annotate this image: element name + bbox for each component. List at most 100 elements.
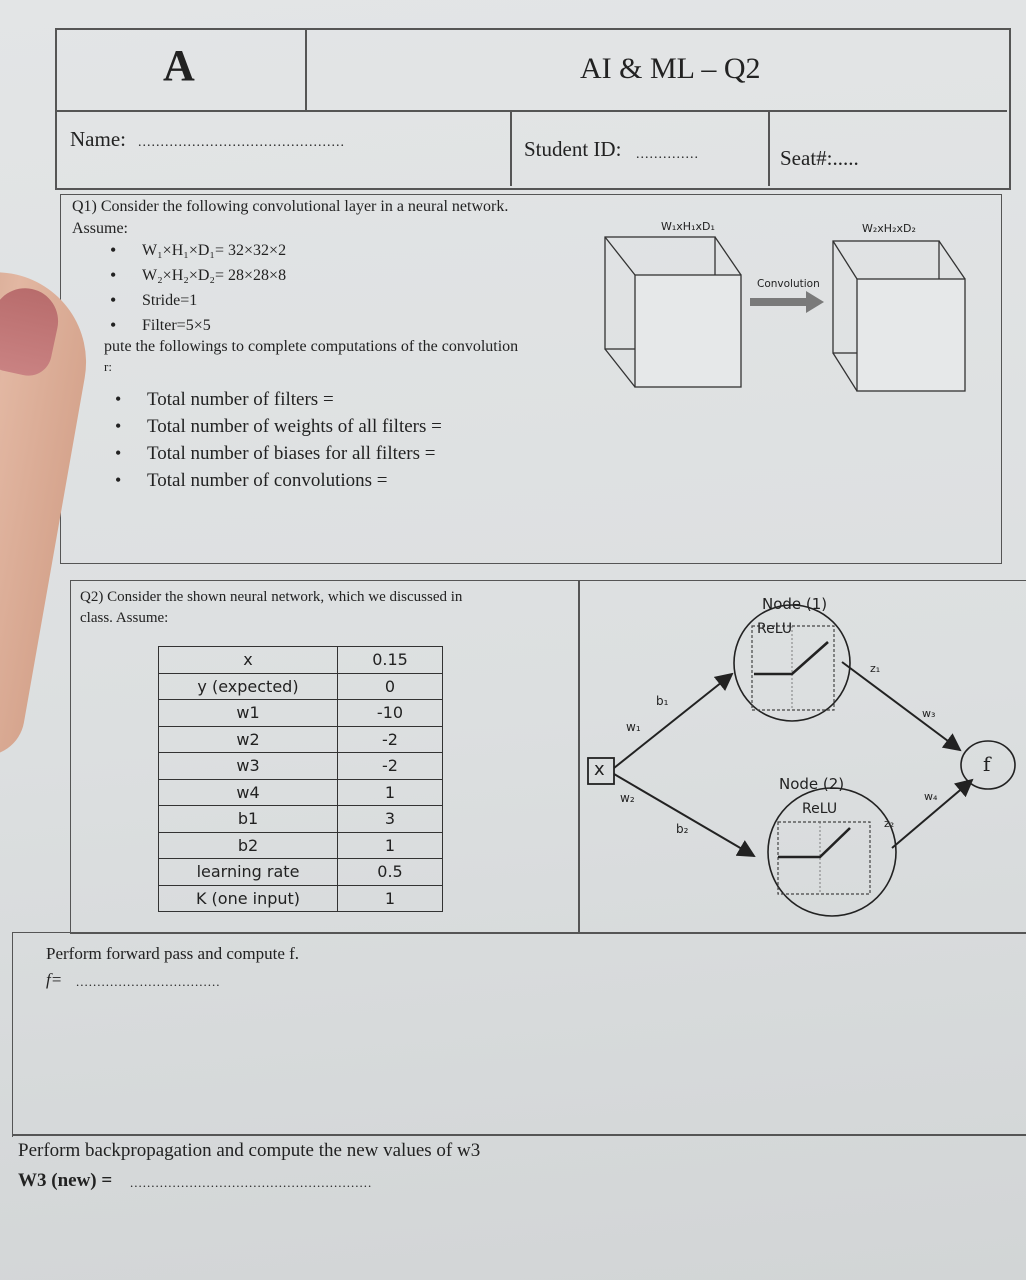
weight-w2-label: w₂ [620, 791, 635, 805]
q2-intro: Q2) Consider the shown neural network, w… [80, 589, 463, 605]
convolution-arrow-icon [750, 291, 824, 313]
bias-b2-label: b₂ [676, 822, 689, 836]
z1-label: z₁ [870, 662, 881, 675]
header-box [55, 28, 1011, 190]
table-row: y (expected)0 [158, 672, 443, 700]
forward-pass-box [12, 932, 1026, 1137]
output-volume-label: W₂xH₂xD₂ [862, 222, 916, 235]
name-blank[interactable]: ........................................… [138, 135, 345, 150]
table-row: w1-10 [158, 699, 443, 727]
backprop-divider [12, 1134, 1026, 1136]
q1-instruction-cont: r: [104, 359, 112, 374]
table-cell-value: -2 [337, 752, 443, 780]
table-cell-key: w2 [158, 725, 338, 753]
header-divider-vertical [305, 30, 307, 110]
node-1 [733, 604, 851, 722]
input-volume [604, 236, 742, 388]
table-cell-value: 1 [337, 831, 443, 859]
node-2 [767, 787, 897, 917]
name-label: Name: [70, 127, 126, 151]
bias-b1-label: b₁ [656, 694, 669, 708]
convolution-diagram [604, 236, 966, 392]
table-cell-key: b1 [158, 805, 338, 833]
q1-ask-filters[interactable]: Total number of filters = [115, 386, 442, 413]
table-cell-key: y (expected) [158, 672, 338, 700]
weight-w4-label: w₄ [924, 790, 938, 803]
output-volume [832, 240, 966, 392]
q1-assumption-item: Stride=1 [110, 288, 286, 313]
forward-pass-task: Perform forward pass and compute f. [46, 944, 300, 963]
exam-version-letter: A [163, 41, 195, 90]
relu-icon [778, 827, 851, 859]
q2-vertical-divider [578, 580, 580, 932]
node-2-label: Node (2) [779, 775, 845, 793]
input-volume-label: W₁xH₁xD₁ [661, 220, 715, 233]
q1-assumption-item: W₁×H₁×D₁= 32×32×2 [110, 238, 286, 263]
table-cell-value: 0 [337, 672, 443, 700]
table-cell-value: 1 [337, 884, 443, 912]
q1-intro: Q1) Consider the following convolutional… [72, 198, 509, 215]
q1-ask-biases[interactable]: Total number of biases for all filters = [115, 440, 442, 467]
f-answer-blank[interactable]: .................................. [76, 974, 221, 989]
table-cell-value: 1 [337, 778, 443, 806]
w3-new-blank[interactable]: ........................................… [130, 1175, 373, 1190]
seat-label[interactable]: Seat#:..... [780, 146, 859, 170]
input-node-label: x [594, 759, 605, 780]
table-cell-value: 3 [337, 805, 443, 833]
w3-new-label: W3 (new) = [18, 1170, 113, 1191]
header-divider-id [510, 112, 512, 186]
q2-box [70, 580, 1026, 934]
exam-title: AI & ML – Q2 [580, 52, 761, 85]
edge-w2 [613, 773, 756, 858]
edge-w1 [613, 672, 734, 769]
table-cell-key: x [158, 646, 338, 674]
q1-ask-weights[interactable]: Total number of weights of all filters = [115, 413, 442, 440]
table-cell-key: w3 [158, 752, 338, 780]
q1-assumption-item: W₂×H₂×D₂= 28×28×8 [110, 263, 286, 288]
edge-w4 [891, 778, 974, 849]
q1-ask-convolutions[interactable]: Total number of convolutions = [115, 467, 442, 494]
output-node [960, 740, 1016, 790]
node-2-activation: ReLU [802, 801, 838, 817]
convolution-arrow-label: Convolution [757, 278, 820, 290]
q1-ask-list: Total number of filters = Total number o… [115, 386, 442, 494]
weight-w1-label: w₁ [626, 720, 641, 734]
relu-icon [754, 641, 829, 676]
table-cell-value: 0.5 [337, 858, 443, 886]
neural-network-diagram [587, 604, 1016, 917]
q1-instruction: pute the followings to complete computat… [104, 338, 519, 355]
q2-intro-cont: class. Assume: [80, 610, 169, 626]
q1-assumption-item: Filter=5×5 [110, 313, 286, 338]
backprop-task: Perform backpropagation and compute the … [18, 1140, 481, 1161]
table-cell-key: K (one input) [158, 884, 338, 912]
header-divider-seat [768, 112, 770, 186]
q1-assume-label: Assume: [72, 220, 128, 237]
table-cell-key: w4 [158, 778, 338, 806]
node-1-label: Node (1) [762, 595, 828, 613]
header-divider-horizontal [57, 110, 1007, 112]
weight-w3-label: w₃ [922, 707, 936, 720]
table-cell-key: w1 [158, 699, 338, 727]
table-row: w3-2 [158, 752, 443, 780]
table-cell-key: learning rate [158, 858, 338, 886]
node-1-activation: ReLU [757, 621, 793, 637]
z2-label: z₂ [884, 817, 895, 830]
table-cell-key: b2 [158, 831, 338, 859]
table-cell-value: 0.15 [337, 646, 443, 674]
student-id-blank[interactable]: .............. [636, 147, 699, 162]
edge-w3 [841, 661, 962, 752]
table-row: w2-2 [158, 725, 443, 753]
table-row: K (one input)1 [158, 884, 443, 912]
q1-assumption-list: W₁×H₁×D₁= 32×32×2 W₂×H₂×D₂= 28×28×8 Stri… [110, 238, 286, 338]
output-node-label: f [983, 752, 991, 776]
table-cell-value: -2 [337, 725, 443, 753]
student-id-label: Student ID: [524, 137, 622, 161]
f-answer-label: f= [46, 970, 63, 989]
